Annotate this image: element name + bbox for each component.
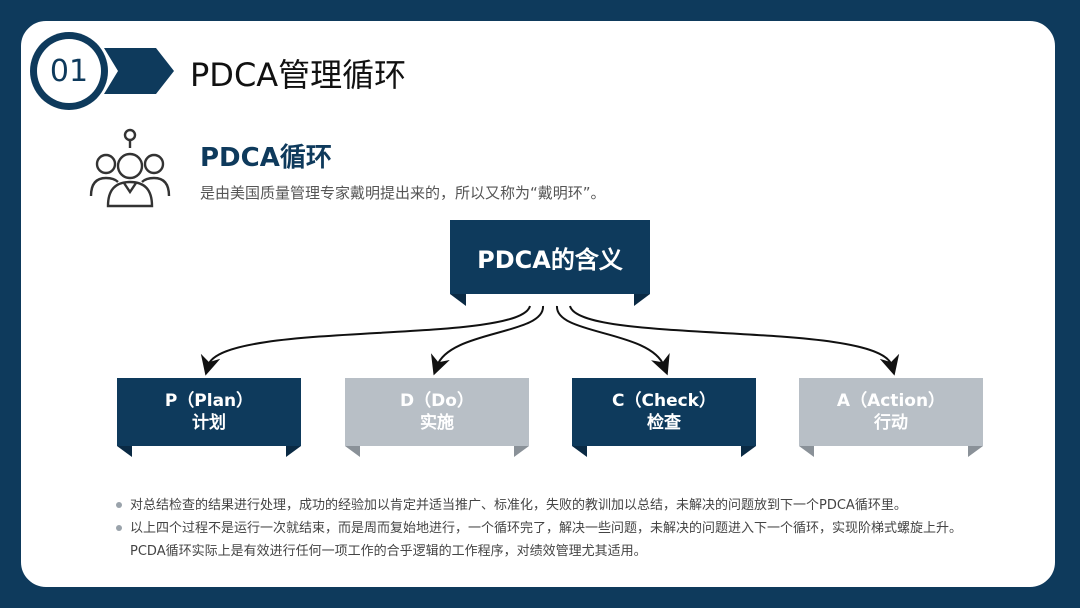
- intro-description: 是由美国质量管理专家戴明提出来的，所以又称为“戴明环”。: [200, 184, 606, 202]
- step-check-fold-right: [741, 446, 756, 457]
- section-number: 01: [37, 39, 101, 103]
- step-do: D（Do） 实施: [345, 378, 529, 446]
- bullet-dot-icon: [116, 525, 122, 531]
- step-plan-fold-left: [117, 446, 132, 457]
- step-plan-label: P（Plan）: [164, 391, 254, 411]
- arrow-to-action: [569, 305, 900, 376]
- step-check-fold-left: [572, 446, 587, 457]
- bullet-item: 对总结检查的结果进行处理，成功的经验加以肯定并适当推广、标准化，失败的教训加以总…: [116, 494, 976, 517]
- step-action: A（Action） 行动: [799, 378, 983, 446]
- team-icon: [89, 128, 171, 208]
- step-plan-fold-right: [286, 446, 301, 457]
- step-do-fold-left: [345, 446, 360, 457]
- step-action-sub: 行动: [874, 413, 908, 433]
- step-plan-sub: 计划: [192, 413, 226, 433]
- header-arrow-icon: [104, 48, 174, 94]
- step-do-fold-right: [514, 446, 529, 457]
- bullet-list: 对总结检查的结果进行处理，成功的经验加以肯定并适当推广、标准化，失败的教训加以总…: [116, 494, 976, 563]
- bullet-text: 对总结检查的结果进行处理，成功的经验加以肯定并适当推广、标准化，失败的教训加以总…: [130, 498, 907, 513]
- bullet-dot-icon: [116, 502, 122, 508]
- center-box-fold-right: [634, 294, 650, 306]
- intro-title: PDCA循环: [200, 143, 332, 173]
- slide-card: [18, 18, 1058, 590]
- step-action-fold-right: [968, 446, 983, 457]
- page-title: PDCA管理循环: [190, 56, 407, 94]
- bullet-item: 以上四个过程不是运行一次就结束，而是周而复始地进行，一个循环完了，解决一些问题，…: [116, 517, 976, 563]
- arrow-to-do: [431, 305, 545, 376]
- arrow-to-plan: [200, 305, 531, 376]
- center-concept-box: PDCA的含义: [450, 220, 650, 294]
- center-box-fold-left: [450, 294, 466, 306]
- arrow-to-check: [555, 305, 670, 376]
- step-plan: P（Plan） 计划: [117, 378, 301, 446]
- step-do-label: D（Do）: [400, 391, 474, 411]
- step-check-label: C（Check）: [612, 391, 716, 411]
- step-action-label: A（Action）: [836, 391, 946, 411]
- section-number-badge: 01: [30, 32, 108, 110]
- step-check: C（Check） 检查: [572, 378, 756, 446]
- step-check-sub: 检查: [647, 413, 681, 433]
- step-action-fold-left: [799, 446, 814, 457]
- bullet-text: 以上四个过程不是运行一次就结束，而是周而复始地进行，一个循环完了，解决一些问题，…: [130, 521, 963, 559]
- step-do-sub: 实施: [420, 413, 454, 433]
